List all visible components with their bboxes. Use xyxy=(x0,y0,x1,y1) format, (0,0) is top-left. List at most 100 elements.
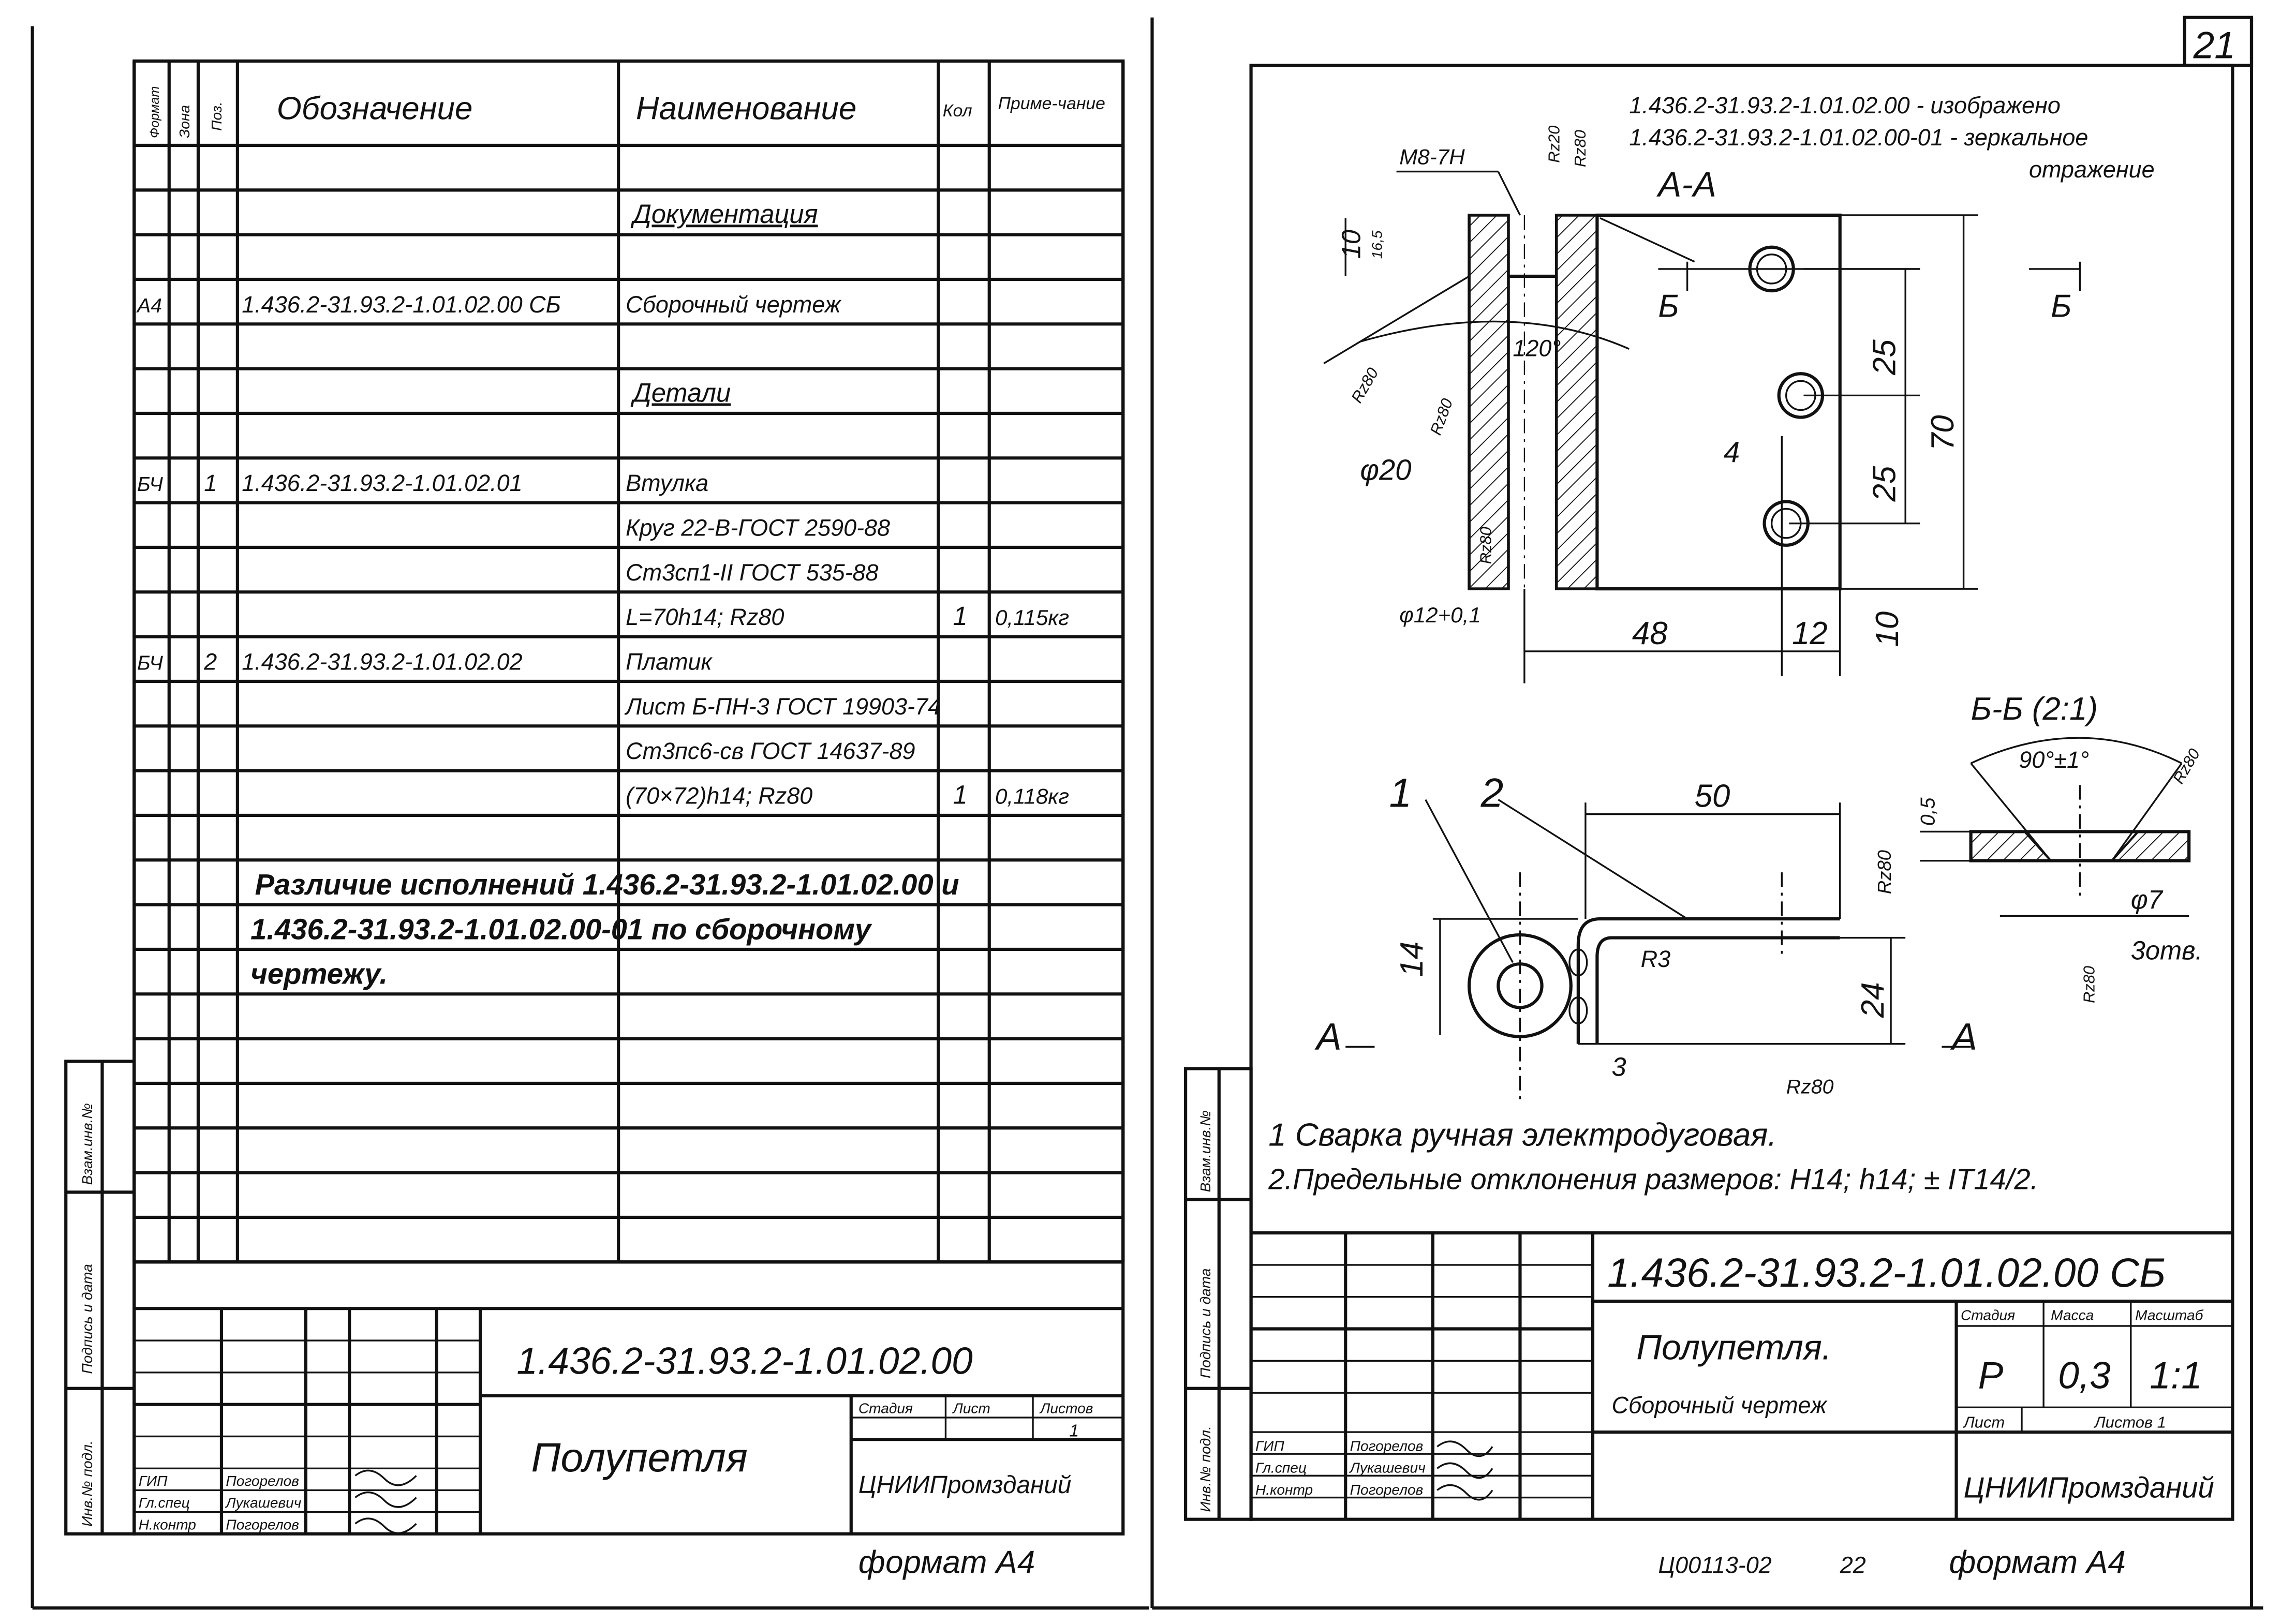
section-a-a-view: А-А М8-7Н Rz20 Rz80 10 16,5 120° Rz80 Rz… xyxy=(1323,126,2081,683)
right-sig-name-1: Погорелов xyxy=(1350,1438,1424,1454)
right-title-block: 1.436.2-31.93.2-1.01.02.00 СБ Полупетля.… xyxy=(1251,1231,2233,1581)
section-bb-label: Б-Б (2:1) xyxy=(1971,691,2098,727)
left-sheets-value: 1 xyxy=(1069,1421,1079,1440)
left-sig-name-1: Погорелов xyxy=(226,1473,299,1489)
left-sig-role-1: ГИП xyxy=(139,1473,168,1489)
dim-12: 12 xyxy=(1792,616,1828,651)
variant-line-2: 1.436.2-31.93.2-1.01.02.00-01 - зеркальн… xyxy=(1629,124,2088,151)
spec-cell-designation: 1.436.2-31.93.2-1.01.02.02 xyxy=(242,648,522,675)
left-part-name: Полупетля xyxy=(531,1435,748,1480)
cut-label-a-left: А xyxy=(1314,1016,1342,1058)
spec-cell-name: Платик xyxy=(626,648,713,675)
cut-label-b-right: Б xyxy=(2051,289,2071,324)
left-sig-name-3: Погорелов xyxy=(226,1516,299,1532)
dim-24: 24 xyxy=(1855,982,1891,1018)
left-stage-label: Стадия xyxy=(858,1400,913,1417)
spec-cell-designation: 1.436.2-31.93.2-1.01.02.01 xyxy=(242,470,522,496)
spec-cell-name: L=70h14; Rz80 xyxy=(626,604,784,630)
left-organization: ЦНИИПромзданий xyxy=(858,1471,1072,1499)
left-side-strip: Взам.инв.№ Подпись и дата Инв.№ подл. xyxy=(64,1060,136,1536)
spec-cell-name: Документация xyxy=(630,199,818,229)
signature-marks-right xyxy=(1436,1440,1493,1501)
spec-header: Формат Зона Поз. Обозначение Наименовани… xyxy=(147,86,1105,138)
footer-code: Ц00113-02 xyxy=(1658,1552,1771,1578)
strip-inv-orig: Инв.№ подл. xyxy=(79,1440,95,1527)
spec-cell-note: 0,115кг xyxy=(995,605,1069,630)
variant-line-3: отражение xyxy=(2029,156,2155,183)
spec-cell-format: БЧ xyxy=(137,651,163,674)
scale-label: Масштаб xyxy=(2135,1307,2203,1323)
rz80-bb-top: Rz80 xyxy=(2169,746,2203,787)
dim-25-top: 25 xyxy=(1867,339,1902,376)
left-sig-name-2: Лукашевич xyxy=(225,1495,301,1511)
right-side-strip: Взам.инв.№ Подпись и дата Инв.№ подл. xyxy=(1184,1067,1253,1521)
left-sheet: Формат Зона Поз. Обозначение Наименовани… xyxy=(31,26,1149,1610)
spec-cell-name: Круг 22-В-ГОСТ 2590-88 xyxy=(626,515,890,541)
spec-cell-designation: 1.436.2-31.93.2-1.01.02.00 СБ xyxy=(242,291,561,318)
dim-4: 4 xyxy=(1724,436,1740,469)
spec-cell-qty: 1 xyxy=(953,601,967,631)
dia-7: φ7 xyxy=(2131,885,2164,914)
rz80-left-1: Rz80 xyxy=(1347,365,1382,406)
strip-signature-date: Подпись и дата xyxy=(79,1264,95,1374)
dim-70: 70 xyxy=(1925,415,1961,451)
left-sheet-label: Лист xyxy=(952,1400,990,1417)
left-designation: 1.436.2-31.93.2-1.01.02.00 xyxy=(516,1340,973,1382)
header-name: Наименование xyxy=(636,91,857,126)
right-sig-role-1: ГИП xyxy=(1255,1438,1284,1454)
left-title-block: 1.436.2-31.93.2-1.01.02.00 Полупетля Ста… xyxy=(134,1260,1123,1581)
cut-label-a-right: А xyxy=(1950,1016,1977,1058)
holes-count: 3отв. xyxy=(2131,936,2203,965)
spec-cell-note: 0,118кг xyxy=(995,784,1069,808)
spec-cell-name: Лист Б-ПН-3 ГОСТ 19903-74 xyxy=(624,693,941,720)
right-frame xyxy=(1249,64,2234,1521)
right-sig-role-2: Гл.спец xyxy=(1255,1460,1307,1476)
signature-marks xyxy=(354,1469,417,1534)
left-sheets-label: Листов xyxy=(1039,1400,1093,1417)
right-sig-name-3: Погорелов xyxy=(1350,1482,1424,1498)
footer-number: 22 xyxy=(1840,1552,1866,1578)
rz80-inner: Rz80 xyxy=(1476,527,1494,564)
rz20-label: Rz20 xyxy=(1545,126,1563,163)
spec-note-line: Различие исполнений 1.436.2-31.93.2-1.01… xyxy=(255,868,959,901)
section-aa-label: А-А xyxy=(1656,165,1716,204)
right-doc-type: Сборочный чертеж xyxy=(1612,1392,1828,1419)
page-number-box xyxy=(2183,16,2254,67)
header-pos: Поз. xyxy=(209,101,225,131)
technical-note-2: 2.Предельные отклонения размеров: H14; h… xyxy=(1268,1163,2038,1196)
mass-label: Масса xyxy=(2051,1307,2094,1323)
r3-label: R3 xyxy=(1641,946,1670,972)
rz80-plan: Rz80 xyxy=(1874,850,1895,894)
dim-48: 48 xyxy=(1632,616,1668,651)
dim-16-5: 16,5 xyxy=(1369,230,1385,259)
page-number: 21 xyxy=(2193,24,2235,66)
section-b-b-view: Б-Б (2:1) 90°±1° Rz80 0,5 φ7 3отв. Rz80 xyxy=(1916,691,2203,1003)
spec-note-line: чертежу. xyxy=(250,958,388,990)
rz80-left-2: Rz80 xyxy=(1427,396,1457,438)
strip-replaced-inv: Взам.инв.№ xyxy=(79,1103,95,1185)
stage-label: Стадия xyxy=(1961,1307,2015,1323)
spec-cell-name: Ст3сп1-II ГОСТ 535-88 xyxy=(626,559,878,586)
left-sig-role-3: Н.контр xyxy=(139,1516,196,1532)
dim-10-right: 10 xyxy=(1870,612,1905,647)
header-designation: Обозначение xyxy=(277,91,473,126)
dim-14: 14 xyxy=(1394,942,1430,977)
spec-cell-name: (70×72)h14; Rz80 xyxy=(626,782,812,809)
left-sig-role-2: Гл.спец xyxy=(139,1495,190,1511)
sheets-label: Листов 1 xyxy=(2093,1413,2166,1432)
dim-0-5: 0,5 xyxy=(1916,797,1939,826)
mass-value: 0,3 xyxy=(2058,1355,2111,1397)
specification-table: Формат Зона Поз. Обозначение Наименовани… xyxy=(132,61,1125,1264)
dia-12: φ12+0,1 xyxy=(1399,603,1481,627)
right-organization: ЦНИИПромзданий xyxy=(1964,1471,2214,1504)
stage-value: Р xyxy=(1978,1355,2004,1397)
plan-view: 1 2 50 Rz80 R3 14 24 А А 3 Rz80 xyxy=(1314,770,1977,1105)
dim-10-top: 10 xyxy=(1336,230,1366,259)
scale-value: 1:1 xyxy=(2150,1355,2202,1397)
dim-25-bottom: 25 xyxy=(1867,466,1902,502)
left-format: формат А4 xyxy=(858,1545,1035,1581)
header-qty: Кол xyxy=(943,101,972,121)
right-sig-name-2: Лукашевич xyxy=(1349,1460,1426,1476)
spec-cell-name: Сборочный чертеж xyxy=(626,291,842,318)
